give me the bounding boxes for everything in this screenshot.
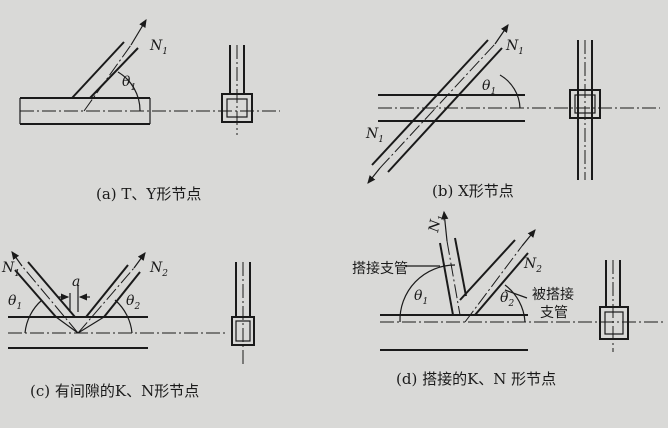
force-n1-top-label: N1 xyxy=(506,38,524,57)
panel-d-drawing xyxy=(380,210,665,352)
panel-c-drawing xyxy=(8,251,255,365)
caption-c: (c) 有间隙的K、N形节点 xyxy=(30,382,200,400)
overlapped-brace-label-line2: 支管 xyxy=(540,305,568,321)
overlapping-brace-label: 搭接支管 xyxy=(352,261,408,277)
force-n1-label: N1 xyxy=(426,214,448,234)
caption-b: (b) X形节点 xyxy=(432,182,514,200)
force-n2-label: N2 xyxy=(524,256,542,275)
caption-d: (d) 搭接的K、N 形节点 xyxy=(396,370,557,388)
gap-a-label: a xyxy=(72,274,81,290)
panel-a-drawing xyxy=(19,18,280,135)
force-n1-label: N1 xyxy=(2,260,20,279)
angle-theta1-label: θ1 xyxy=(122,74,137,93)
force-n1-label: N1 xyxy=(150,38,168,57)
angle-theta2-label: θ2 xyxy=(126,293,141,312)
angle-theta1-label: θ1 xyxy=(8,293,23,312)
caption-a: (a) T、Y形节点 xyxy=(96,185,202,203)
panel-b-drawing xyxy=(367,24,660,184)
overlapped-brace-label-line1: 被搭接 xyxy=(532,287,574,303)
force-n1-bottom-label: N1 xyxy=(366,126,384,145)
angle-theta2-label: θ2 xyxy=(500,290,515,309)
angle-theta1-label: θ1 xyxy=(414,288,429,307)
angle-theta1-label: θ1 xyxy=(482,78,497,97)
force-n2-label: N2 xyxy=(150,260,168,279)
